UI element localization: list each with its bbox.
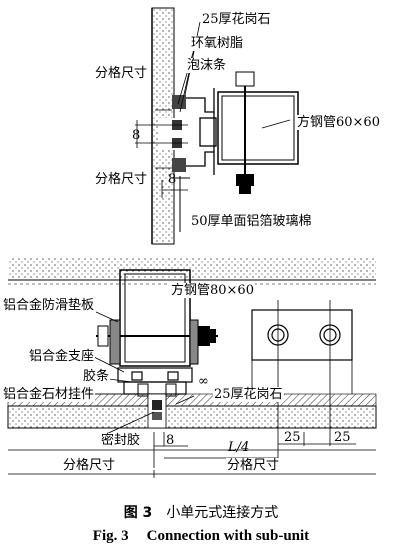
label-infinity-mark: ∞ [198, 374, 209, 389]
label-dim-25-a: 25 [284, 430, 301, 445]
steel-tube-80 [119, 269, 191, 367]
figure-caption-cn: 图 3 小单元式连接方式 [0, 502, 402, 522]
dim-lines-top [135, 120, 188, 198]
figure-title-en: Connection with sub-unit [146, 528, 310, 544]
stone-hanger [137, 383, 177, 397]
label-grid-size-right: 分格尺寸 [226, 458, 281, 473]
label-dim-L4: L/4 [228, 440, 250, 455]
label-granite-bottom: 25厚花岗石 [213, 387, 284, 402]
bolt-top [235, 71, 255, 194]
label-anti-slip-pad: 铝合金防滑垫板 [2, 298, 96, 313]
label-foam: 泡沫条 [186, 58, 228, 73]
label-grid-size-lower: 分格尺寸 [94, 172, 149, 187]
label-epoxy: 环氧树脂 [190, 36, 245, 51]
top-plan-view [135, 7, 299, 245]
plate-elevation [251, 300, 353, 432]
label-sealant: 密封胶 [100, 433, 142, 448]
label-glass-wool: 50厚单面铝箔玻璃棉 [190, 214, 313, 229]
figure-caption-en: Fig. 3 Connection with sub-unit [0, 528, 402, 545]
alu-hanger-top [186, 88, 217, 175]
label-steel-tube-60: 方钢管60×60 [296, 115, 381, 130]
label-steel-tube-80: 方钢管80×60 [170, 283, 255, 298]
label-alu-support: 铝合金支座 [28, 349, 96, 364]
label-stone-hanger: 铝合金石材挂件 [2, 387, 96, 402]
label-dim-25-b: 25 [334, 430, 351, 445]
granite-slab-bottom [7, 405, 377, 429]
label-granite-top: 25厚花岗石 [201, 12, 272, 27]
label-rubber-strip: 胶条 [82, 369, 111, 384]
figure-number-cn: 图 3 [123, 505, 153, 521]
alu-support [117, 367, 193, 395]
label-dim-8-upper: 8 [132, 128, 141, 143]
label-grid-size-left: 分格尺寸 [62, 458, 117, 473]
figure-title-cn: 小单元式连接方式 [166, 505, 279, 521]
ceiling-slab [8, 258, 376, 280]
label-dim-8-lower: 8 [168, 172, 177, 187]
bottom-section-view [7, 258, 377, 478]
label-dim-8-bottom: 8 [166, 433, 175, 448]
figure-number-en: Fig. 3 [92, 528, 129, 544]
steel-tube-60 [217, 91, 299, 165]
label-grid-size-upper: 分格尺寸 [94, 66, 149, 81]
